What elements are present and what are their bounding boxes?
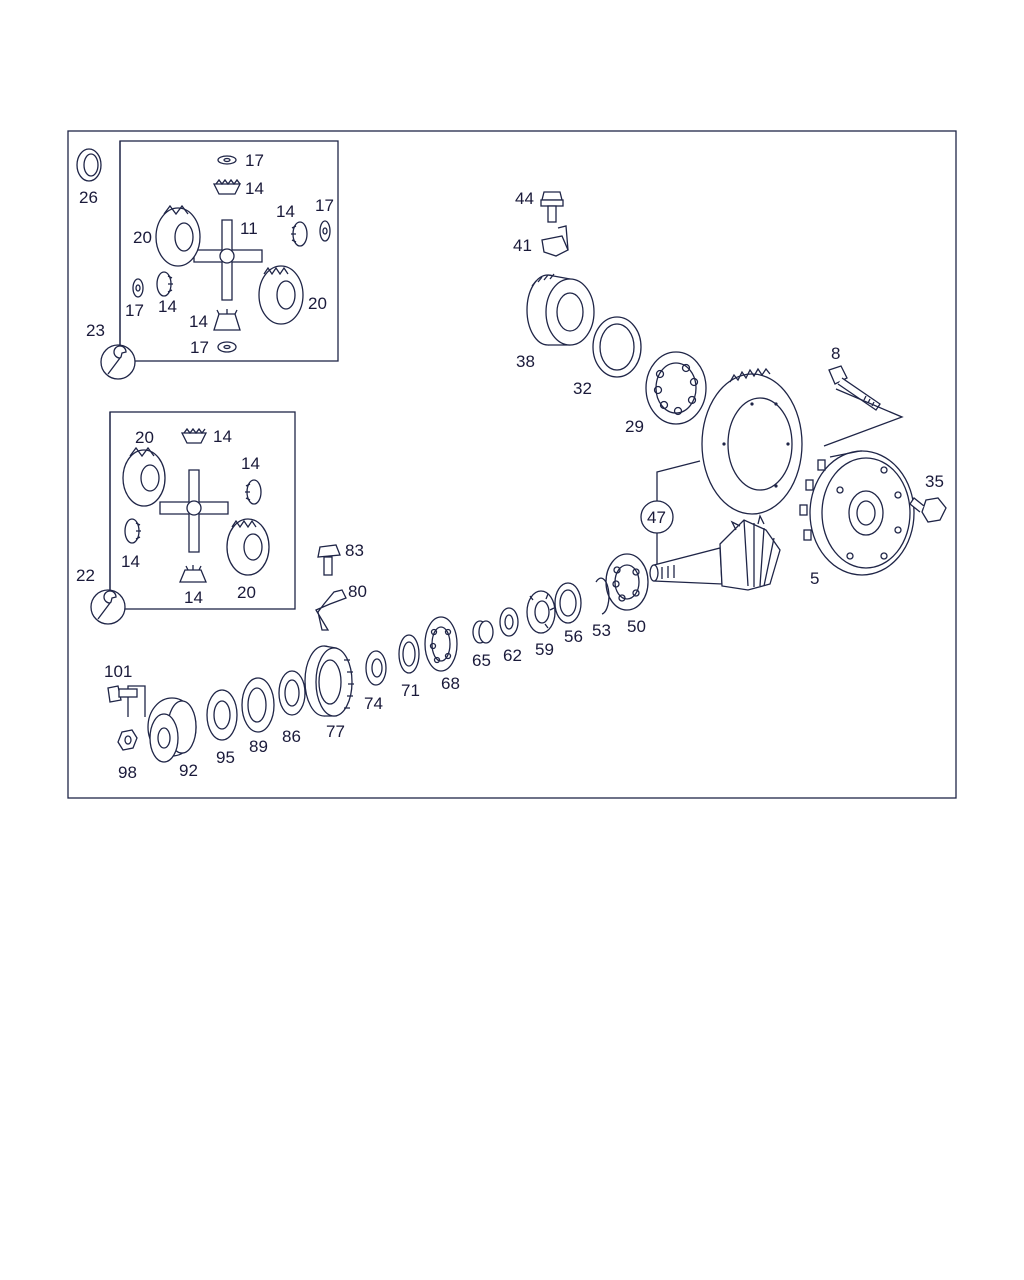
label-b1-17c: 17 [125, 301, 144, 320]
label-56: 56 [564, 627, 583, 646]
label-b1-14a: 14 [245, 179, 264, 198]
label-92: 92 [179, 761, 198, 780]
part-41-bracket [541, 225, 569, 257]
differential-set-2-parts [122, 427, 270, 583]
part-62-washer [499, 607, 519, 637]
leader-lines [127, 388, 904, 717]
part-8-bolt [828, 365, 881, 411]
label-77: 77 [326, 722, 345, 741]
part-77-synchro-gear [304, 645, 354, 717]
label-b2-20a: 20 [135, 428, 154, 447]
part-32-ring [592, 316, 642, 378]
part-26-seal [76, 148, 102, 182]
part-92-flange [147, 697, 197, 763]
label-98: 98 [118, 763, 137, 782]
part-50-bearing [605, 553, 649, 611]
diagram-frame [67, 130, 957, 799]
part-65-sleeve [472, 620, 494, 644]
label-b1-17d: 17 [190, 338, 209, 357]
label-b1-17a: 17 [245, 151, 264, 170]
part-47-callout-circle [640, 500, 674, 534]
label-38: 38 [516, 352, 535, 371]
label-b2-14a: 14 [213, 427, 232, 446]
part-56-ring [554, 582, 582, 624]
differential-set-1-parts [132, 155, 331, 353]
part-38-bearing-housing [526, 273, 595, 346]
label-41: 41 [513, 236, 532, 255]
part-101-bolt [107, 685, 138, 703]
label-b2-20b: 20 [237, 583, 256, 602]
label-b1-14d: 14 [189, 312, 208, 331]
part-59-nut [526, 590, 556, 634]
label-62: 62 [503, 646, 522, 665]
label-74: 74 [364, 694, 383, 713]
set-23-wrench-icon [100, 141, 136, 380]
label-29: 29 [625, 417, 644, 436]
label-5: 5 [810, 569, 819, 588]
label-23: 23 [86, 321, 105, 340]
label-101: 101 [104, 662, 132, 681]
label-b1-14c: 14 [158, 297, 177, 316]
label-86: 86 [282, 727, 301, 746]
label-71: 71 [401, 681, 420, 700]
label-59: 59 [535, 640, 554, 659]
label-b1-11: 11 [240, 219, 258, 238]
label-b1-20b: 20 [308, 294, 327, 313]
label-b2-14b: 14 [241, 454, 260, 473]
label-65: 65 [472, 651, 491, 670]
label-50: 50 [627, 617, 646, 636]
label-95: 95 [216, 748, 235, 767]
label-83: 83 [345, 541, 364, 560]
label-35: 35 [925, 472, 944, 491]
set-22-wrench-icon [90, 412, 126, 625]
part-98-nut [117, 729, 138, 751]
label-b1-20a: 20 [133, 228, 152, 247]
label-b2-14d: 14 [184, 588, 203, 607]
part-labels: 26 23 22 17 14 14 17 20 11 17 14 14 17 2… [76, 151, 944, 782]
label-b1-14b: 14 [276, 202, 295, 221]
part-86-ring [278, 670, 306, 716]
part-95-seal [206, 689, 238, 741]
part-89-ring [241, 677, 275, 733]
part-44-bolt [540, 191, 564, 223]
pinion-shaft [649, 514, 781, 591]
label-89: 89 [249, 737, 268, 756]
part-29-bearing [645, 351, 707, 425]
part-53-circlip [595, 577, 610, 615]
part-83-bolt [317, 544, 341, 576]
label-26: 26 [79, 188, 98, 207]
label-68: 68 [441, 674, 460, 693]
part-74-washer [365, 650, 387, 686]
part-35-bolt [909, 497, 947, 523]
label-b1-17b: 17 [315, 196, 334, 215]
part-80-bracket [315, 589, 347, 631]
label-b2-14c: 14 [121, 552, 140, 571]
label-80: 80 [348, 582, 367, 601]
label-32: 32 [573, 379, 592, 398]
part-68-bearing [424, 616, 458, 672]
part-5-differential-housing [799, 450, 915, 576]
label-44: 44 [515, 189, 534, 208]
label-8: 8 [831, 344, 840, 363]
label-22: 22 [76, 566, 95, 585]
part-71-ring [398, 634, 420, 674]
label-53: 53 [592, 621, 611, 640]
part-47-ring-gear [701, 367, 803, 515]
label-47: 47 [647, 508, 666, 527]
